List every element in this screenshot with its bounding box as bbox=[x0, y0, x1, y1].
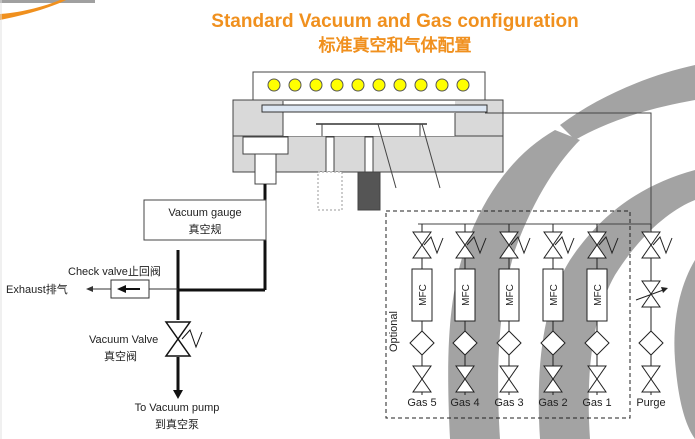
filter-icon bbox=[496, 330, 522, 356]
purge-label: Purge bbox=[636, 397, 665, 409]
heater-lamps bbox=[267, 78, 470, 92]
title-english: Standard Vacuum and Gas configuration bbox=[211, 11, 578, 32]
vacuum-gauge: Vacuum gauge 真空规 bbox=[143, 199, 267, 241]
filter-icon bbox=[540, 330, 566, 356]
heater-lamp bbox=[330, 78, 344, 92]
filter-icon bbox=[409, 330, 435, 356]
mfc-label: MFC bbox=[505, 284, 516, 306]
mfc-box bbox=[454, 268, 476, 322]
gas-label: Gas 2 bbox=[538, 397, 567, 409]
gas-feed-line bbox=[418, 112, 652, 225]
purge-line: Purge bbox=[635, 224, 673, 409]
mfc-box bbox=[411, 268, 433, 322]
vacuum-valve: Vacuum Valve 真空阀 To Vacuum pump 到真空泵 bbox=[89, 321, 220, 431]
dotted-column bbox=[317, 171, 343, 211]
mfc-box bbox=[498, 268, 520, 322]
optional-group-box bbox=[385, 210, 631, 419]
heater-lamp bbox=[414, 78, 428, 92]
gas-line: MFC Gas 4 bbox=[450, 224, 487, 409]
filter-icon bbox=[452, 330, 478, 356]
actuator-icon bbox=[598, 236, 619, 255]
valve-top bbox=[412, 365, 432, 380]
vacuum-pump-label-en: To Vacuum pump bbox=[135, 402, 220, 414]
exhaust-label: Exhaust排气 bbox=[6, 282, 68, 296]
process-chamber bbox=[232, 71, 504, 211]
gas-label: Gas 3 bbox=[494, 397, 523, 409]
gas-label: Gas 5 bbox=[407, 397, 436, 409]
valve-bottom bbox=[587, 378, 607, 393]
mfc-label: MFC bbox=[593, 284, 604, 306]
optional-label: Optional bbox=[388, 311, 400, 352]
vacuum-valve-label-en: Vacuum Valve bbox=[89, 334, 158, 346]
mfc-box bbox=[586, 268, 608, 322]
mfc-label: MFC bbox=[418, 284, 429, 306]
valve-top bbox=[587, 365, 607, 380]
actuator-icon bbox=[510, 236, 531, 255]
mfc-label: MFC bbox=[461, 284, 472, 306]
substrate-window bbox=[261, 104, 488, 113]
actuator-icon bbox=[652, 236, 673, 255]
gas-label: Gas 4 bbox=[450, 397, 479, 409]
vacuum-gauge-label-en: Vacuum gauge bbox=[168, 207, 241, 219]
valve-bottom bbox=[455, 378, 475, 393]
vacuum-valve-label-cn: 真空阀 bbox=[104, 349, 137, 363]
gas-line: MFC Gas 5 bbox=[407, 224, 444, 409]
valve-bottom bbox=[455, 244, 475, 259]
valve-bottom bbox=[499, 378, 519, 393]
gas-line: MFC Gas 1 bbox=[582, 224, 619, 409]
heater-lamp bbox=[456, 78, 470, 92]
valve-bottom bbox=[641, 293, 661, 308]
mfc-box bbox=[542, 268, 564, 322]
actuator-icon bbox=[554, 236, 575, 255]
valve-top bbox=[499, 365, 519, 380]
valve-bottom bbox=[543, 244, 563, 259]
valve-top bbox=[587, 231, 607, 246]
gauge-port bbox=[242, 136, 289, 155]
watermark-logo bbox=[448, 65, 695, 439]
valve-top bbox=[641, 280, 661, 295]
heater-lamp bbox=[309, 78, 323, 92]
gas-label: Gas 1 bbox=[582, 397, 611, 409]
mfc-label: MFC bbox=[549, 284, 560, 306]
gas-line: MFC Gas 3 bbox=[494, 224, 531, 409]
vacuum-pump-label-cn: 到真空泵 bbox=[155, 417, 199, 431]
valve-bottom bbox=[641, 244, 661, 259]
valve-top bbox=[543, 231, 563, 246]
valve-bottom bbox=[412, 378, 432, 393]
valve-bottom bbox=[543, 378, 563, 393]
heater-lamp bbox=[288, 78, 302, 92]
valve-bottom bbox=[412, 244, 432, 259]
heater-housing bbox=[252, 71, 486, 103]
shaft bbox=[357, 171, 381, 211]
check-valve-label: Check valve止回阀 bbox=[68, 264, 161, 278]
valve-bottom bbox=[641, 378, 661, 393]
heater-lamp bbox=[393, 78, 407, 92]
valve-bottom bbox=[499, 244, 519, 259]
valve-top bbox=[543, 365, 563, 380]
heater-lamp bbox=[372, 78, 386, 92]
heater-lamp bbox=[351, 78, 365, 92]
title-chinese: 标准真空和气体配置 bbox=[319, 35, 472, 56]
vacuum-gauge-label-cn: 真空规 bbox=[189, 222, 222, 236]
valve-bottom bbox=[587, 244, 607, 259]
actuator-icon bbox=[466, 236, 487, 255]
valve-top bbox=[499, 231, 519, 246]
filter-icon bbox=[584, 330, 610, 356]
needle-valve-arrow bbox=[635, 288, 667, 301]
corner-decoration bbox=[0, 0, 95, 439]
heater-lamp bbox=[435, 78, 449, 92]
gas-lines: MFC Gas 5 MFC Gas 4 MFC Gas 3 MFC Gas 2 MFC Gas 1… bbox=[407, 224, 673, 409]
valve-top bbox=[455, 365, 475, 380]
actuator-icon bbox=[423, 236, 444, 255]
valve-top bbox=[412, 231, 432, 246]
valve-top bbox=[455, 231, 475, 246]
needle-valve-arrowhead bbox=[661, 287, 668, 293]
valve-top bbox=[641, 231, 661, 246]
filter-icon bbox=[638, 330, 664, 356]
heater-lamp bbox=[267, 78, 281, 92]
check-valve: Check valve止回阀 Exhaust排气 bbox=[6, 264, 178, 299]
gas-line: MFC Gas 2 bbox=[538, 224, 575, 409]
valve-top bbox=[641, 365, 661, 380]
